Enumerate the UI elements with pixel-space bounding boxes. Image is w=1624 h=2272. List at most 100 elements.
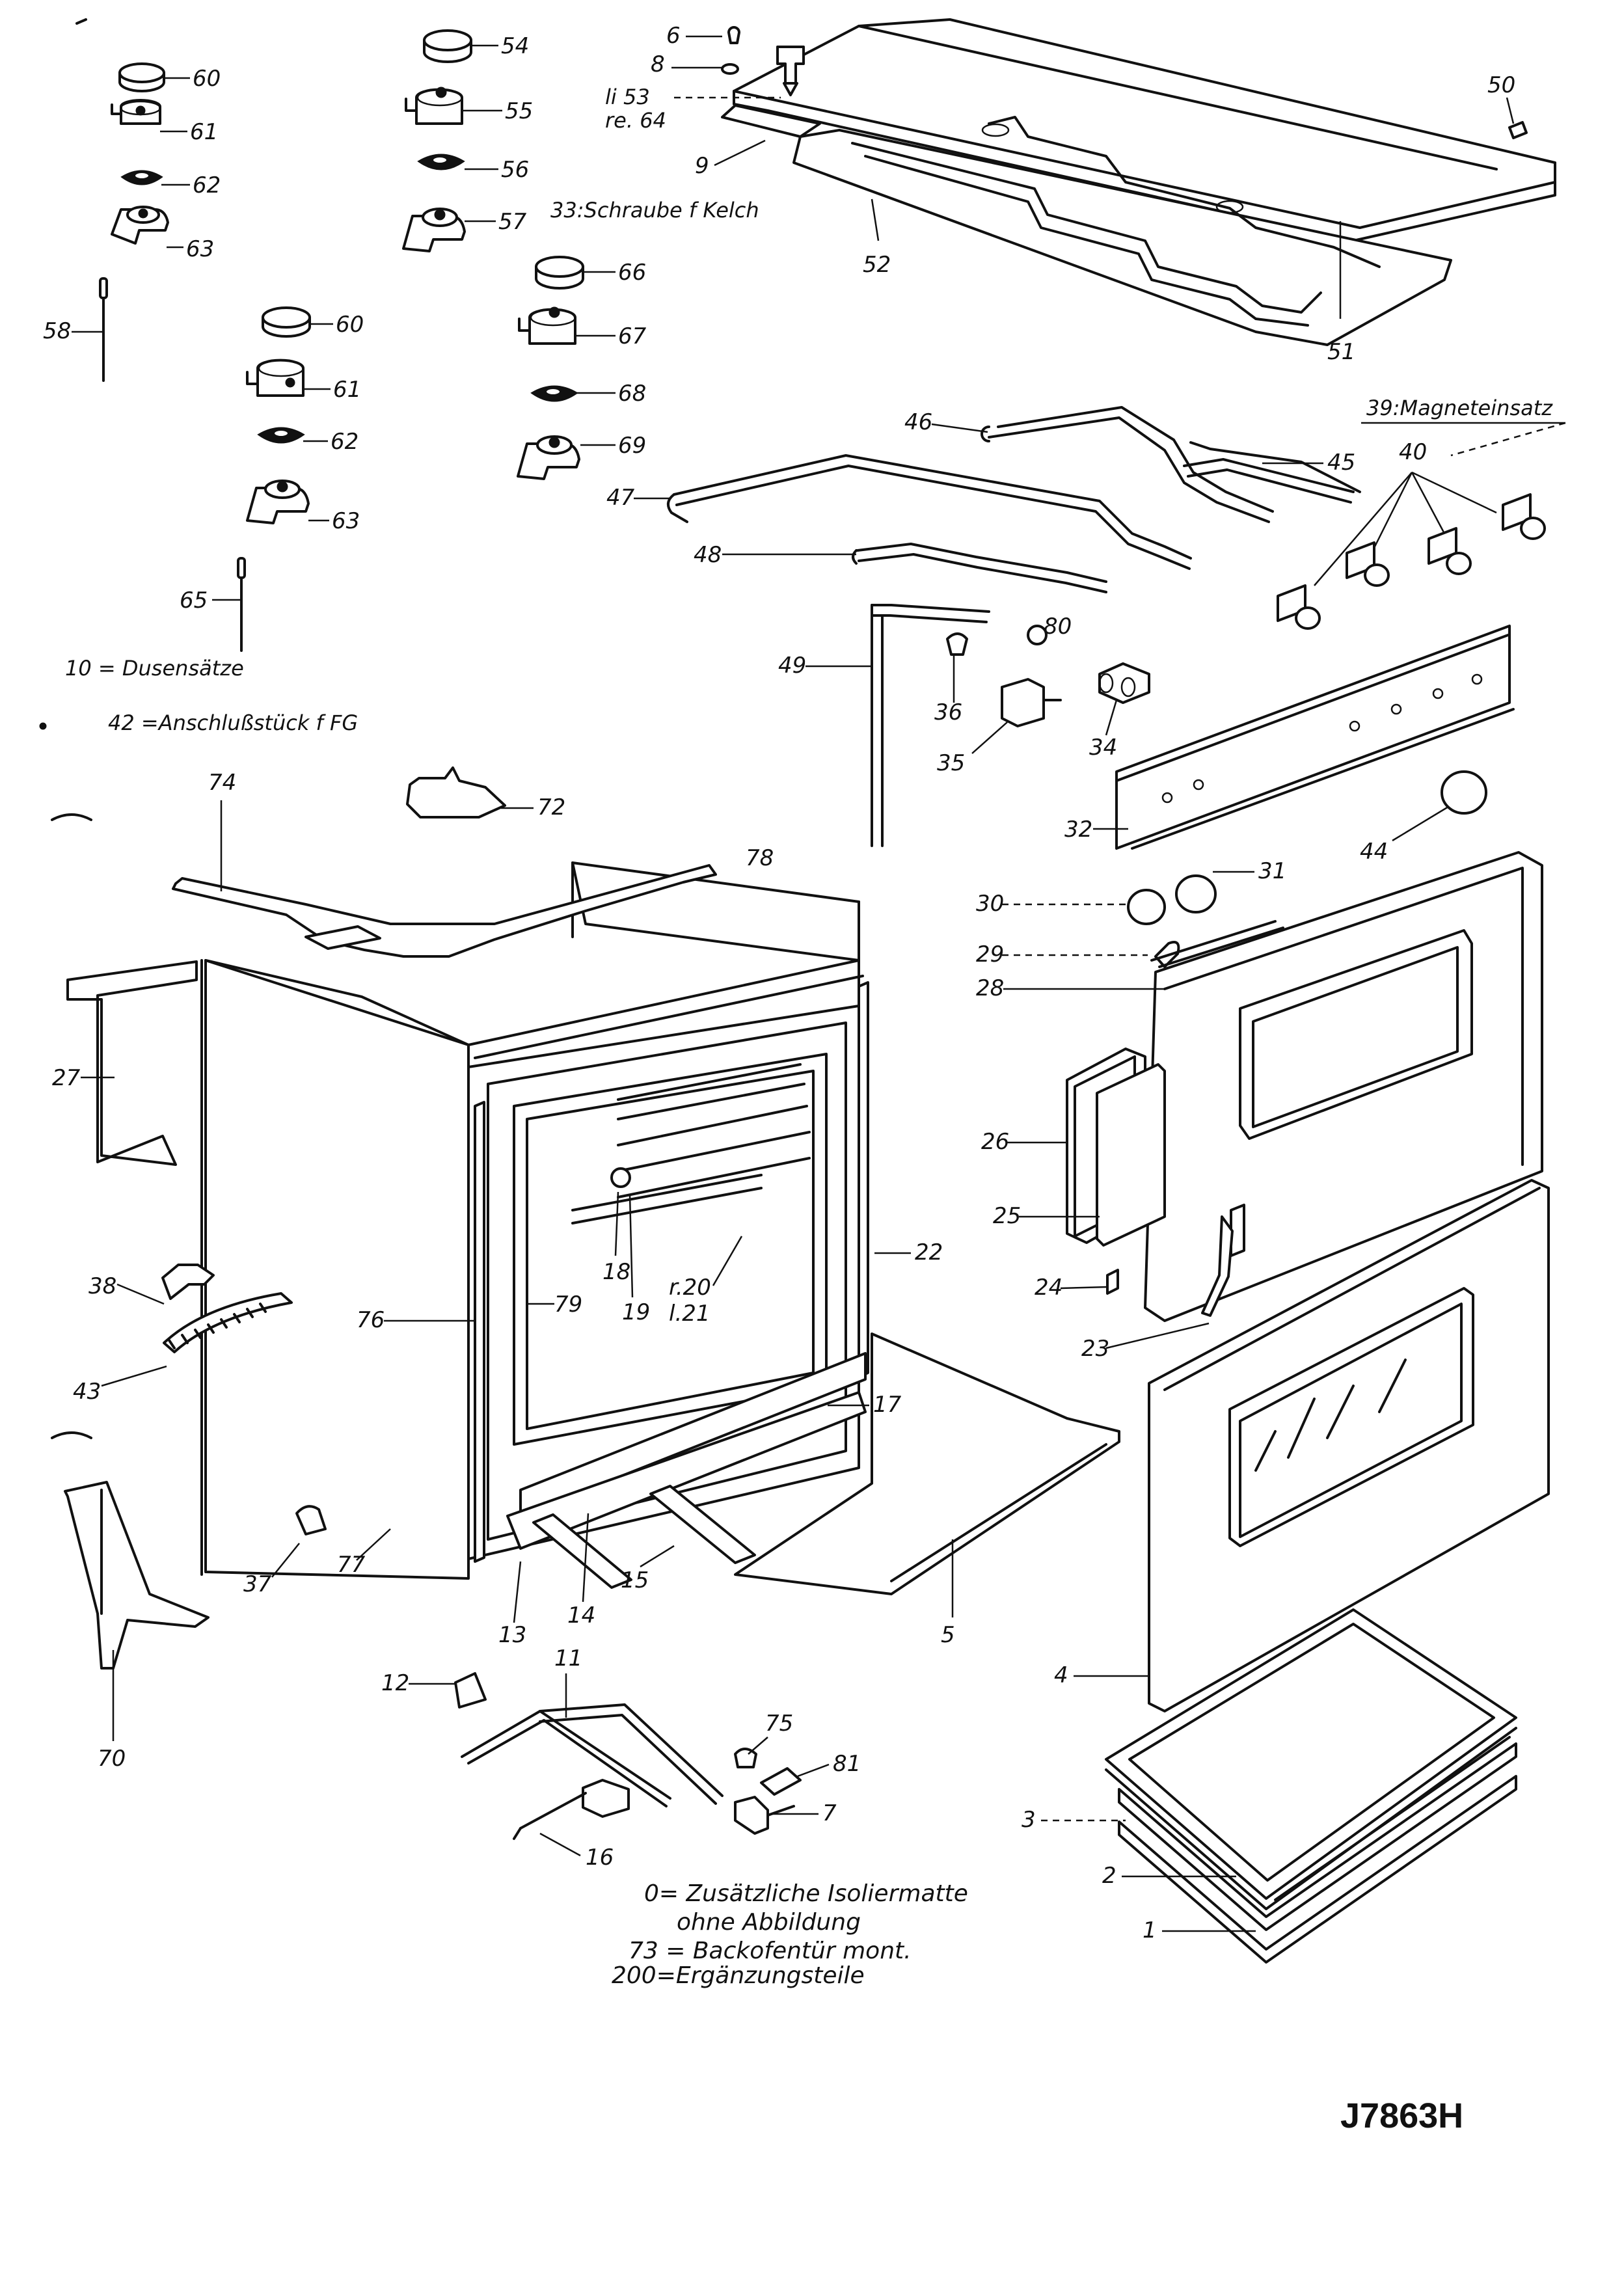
note-connector: 42 =Anschlußstück f FG (108, 710, 358, 735)
callout-14: 14 (567, 1603, 595, 1629)
callout-51: 51 (1327, 339, 1355, 365)
callout-20: r.20 (669, 1275, 711, 1301)
footnote-0b: ohne Abbildung (677, 1909, 861, 1936)
gas-pipes (666, 406, 1361, 847)
trays (1105, 1608, 1517, 1964)
callouts-lower: 12 11 16 75 81 7 (381, 1645, 861, 1871)
burner-set-d (517, 256, 584, 480)
callout-9: 9 (695, 153, 709, 179)
callouts-trays: 3 2 1 (1022, 1807, 1256, 1943)
callout-68: 68 (618, 381, 646, 407)
callout-40: 40 (1399, 439, 1427, 465)
callout-74: 74 (208, 770, 236, 796)
callout-17: 17 (873, 1392, 902, 1418)
callout-27: 27 (52, 1065, 81, 1091)
callout-62: 62 (193, 172, 221, 198)
lower-parts (454, 1672, 802, 1840)
callout-43: 43 (73, 1379, 101, 1405)
callouts-pipes: 46 47 45 48 49 (606, 409, 1355, 679)
callout-32: 32 (1064, 817, 1092, 843)
callout-12: 12 (381, 1670, 409, 1696)
note-screw-cup: 33:Schraube f Kelch (550, 198, 759, 223)
callout-23: 23 (1081, 1336, 1109, 1362)
burner-set-a (111, 62, 169, 245)
callout-50: 50 (1487, 72, 1515, 98)
callout-19: 19 (622, 1299, 650, 1325)
callout-38: 38 (88, 1273, 116, 1299)
callout-28: 28 (976, 975, 1004, 1001)
callout-61b: 61 (333, 377, 361, 403)
callout-52: 52 (863, 252, 891, 278)
callout-5: 5 (941, 1622, 955, 1648)
footnote-200: 200=Ergänzungsteile (612, 1962, 865, 1989)
cooktop-frame (721, 18, 1556, 346)
callout-36: 36 (934, 699, 962, 725)
callout-69: 69 (618, 433, 646, 459)
callout-56: 56 (501, 157, 529, 183)
left-components (51, 766, 717, 1670)
callout-78: 78 (746, 845, 774, 871)
callout-79: 79 (554, 1292, 582, 1318)
callout-30: 30 (976, 891, 1004, 917)
callout-57: 57 (498, 209, 527, 235)
callout-75: 75 (765, 1711, 793, 1737)
note-nozzle-sets: 10 = Dusensätze (65, 656, 244, 681)
note-li-53: li 53 (605, 85, 650, 109)
note-re-64: re. 64 (605, 108, 666, 133)
callout-81: 81 (833, 1751, 861, 1777)
callout-8: 8 (651, 51, 665, 77)
callout-22: 22 (915, 1239, 943, 1265)
callout-15: 15 (621, 1567, 649, 1593)
magnet-inserts: 39:Magneteinsatz 40 (1277, 396, 1566, 630)
callout-35: 35 (937, 750, 965, 776)
drawing-code: J7863H (1340, 2096, 1463, 2135)
callout-29: 29 (976, 941, 1004, 967)
callout-62b: 62 (331, 429, 359, 455)
callout-44: 44 (1360, 839, 1388, 865)
callout-21: l.21 (669, 1301, 710, 1327)
callout-31: 31 (1258, 858, 1286, 884)
callouts-set-b: 60 61 62 63 (303, 312, 364, 534)
footnote-0: 0= Zusätzliche Isoliermatte (644, 1880, 968, 1907)
callouts-cavity: 78 22 17 76 79 18 19 r.20 l.21 77 13 14 … (337, 845, 955, 1648)
callout-65: 65 (180, 588, 208, 614)
lower-oven-door: 4 (1054, 1179, 1550, 1712)
callouts-set-a: 60 61 62 63 (160, 66, 221, 262)
callout-55: 55 (505, 98, 533, 124)
footnotes: 0= Zusätzliche Isoliermatte ohne Abbildu… (612, 1880, 968, 1989)
callout-48: 48 (694, 542, 722, 568)
callout-3: 3 (1022, 1807, 1036, 1833)
note-magnet-insert: 39:Magneteinsatz (1366, 396, 1553, 420)
callout-2: 2 (1102, 1863, 1116, 1889)
callouts-controls: 80 36 35 34 32 44 (934, 614, 1449, 865)
upper-oven-door (1066, 851, 1543, 1322)
callout-66: 66 (618, 260, 646, 286)
injector-65: 65 (180, 557, 246, 652)
callout-63: 63 (186, 236, 214, 262)
callout-63b: 63 (332, 508, 360, 534)
callout-70: 70 (98, 1746, 126, 1772)
callout-25: 25 (993, 1203, 1021, 1229)
callout-47: 47 (606, 485, 635, 511)
callout-7: 7 (822, 1800, 837, 1826)
callout-72: 72 (537, 794, 565, 820)
injector-58: 58 (43, 277, 108, 382)
callout-54: 54 (501, 33, 529, 59)
callout-1: 1 (1143, 1917, 1157, 1943)
callouts-upper-door: 31 30 29 28 26 25 24 23 (976, 858, 1286, 1362)
footnote-73: 73 = Backofentür mont. (629, 1938, 912, 1964)
oven-cavity (200, 861, 1120, 1595)
callouts-cooktop: 6 8 li 53 re. 64 9 52 51 50 (605, 23, 1515, 365)
callout-60: 60 (193, 66, 221, 92)
callout-34: 34 (1089, 735, 1117, 761)
control-panel (946, 625, 1515, 850)
callout-58: 58 (43, 318, 71, 344)
callout-6: 6 (666, 23, 681, 49)
callout-37: 37 (243, 1571, 272, 1597)
callouts-left: 74 72 27 38 43 37 70 (52, 770, 565, 1772)
callout-16: 16 (586, 1845, 614, 1871)
callout-26: 26 (981, 1129, 1009, 1155)
callout-60b: 60 (336, 312, 364, 338)
